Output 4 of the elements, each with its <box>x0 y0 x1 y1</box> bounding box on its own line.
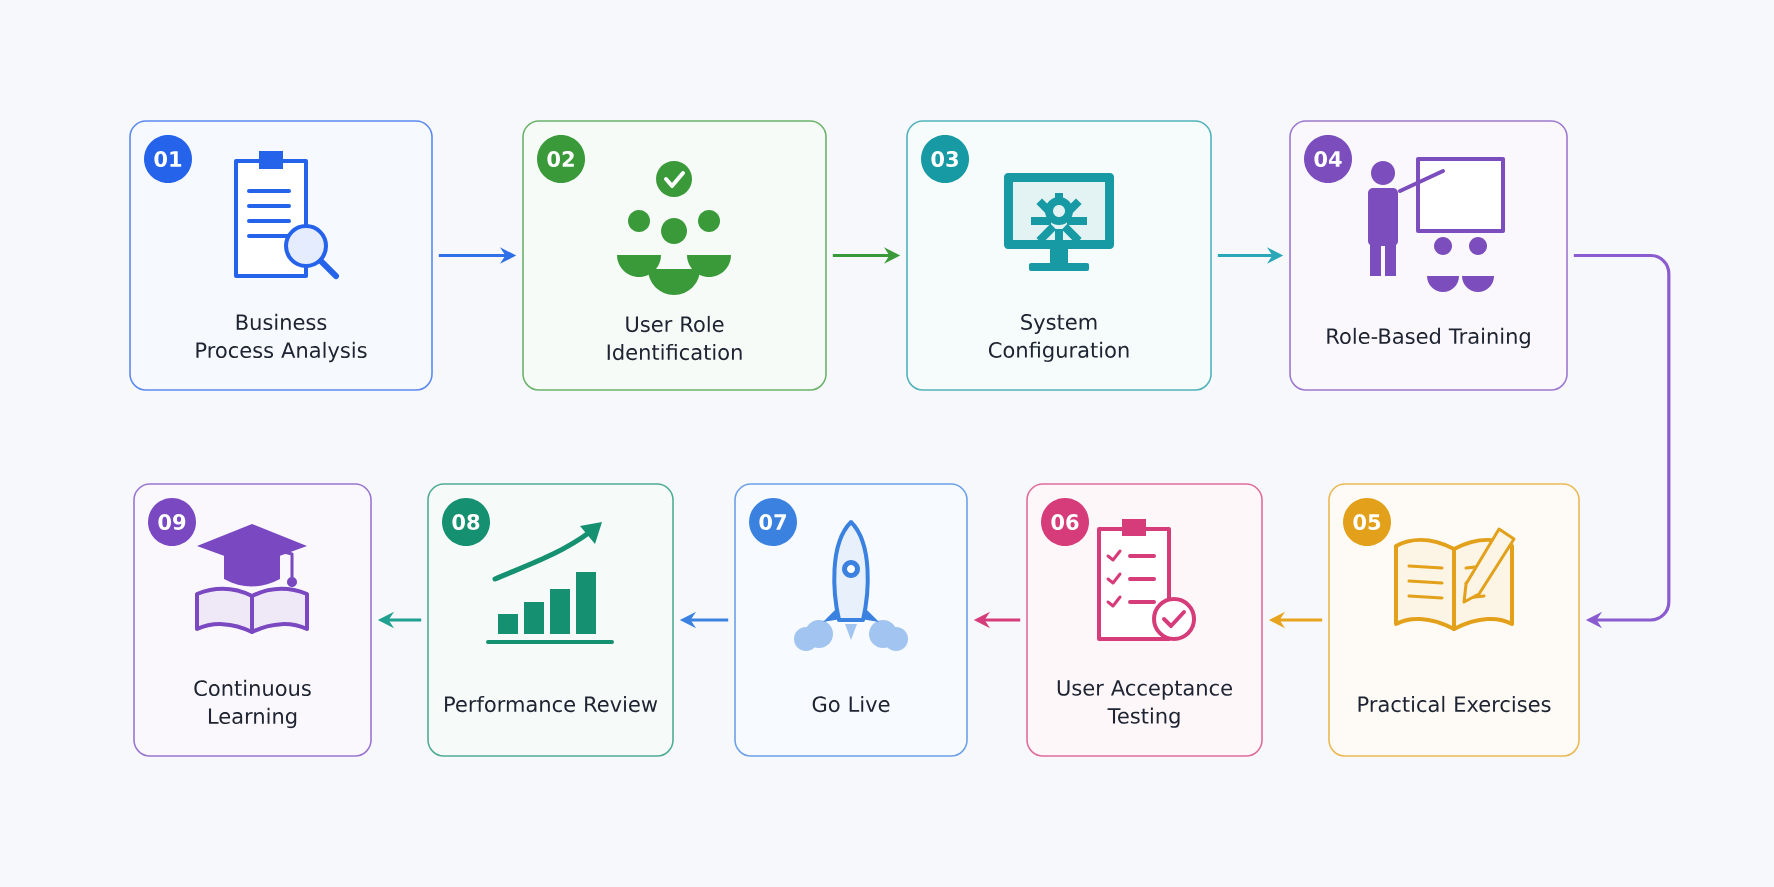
step-box: 07 Go Live <box>734 483 968 757</box>
arrow <box>1573 253 1671 629</box>
step-box: 02 User Role Identification <box>522 120 827 391</box>
step-box: 08 Performance Review <box>427 483 674 757</box>
